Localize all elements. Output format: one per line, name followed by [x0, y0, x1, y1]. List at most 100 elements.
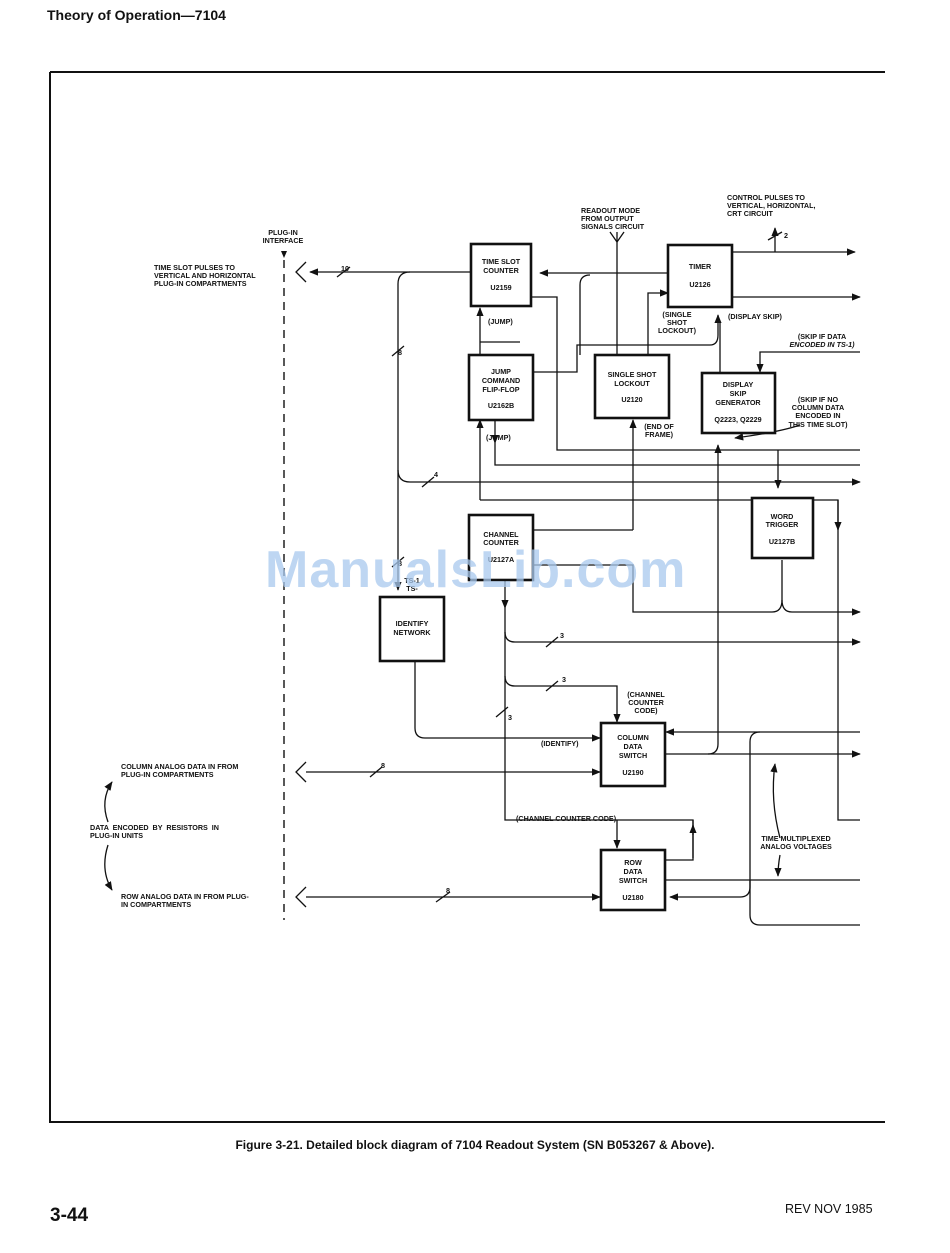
svg-text:IN COMPARTMENTS: IN COMPARTMENTS — [121, 900, 191, 909]
svg-text:8: 8 — [398, 348, 402, 357]
svg-text:COUNTER: COUNTER — [628, 698, 664, 707]
svg-text:2: 2 — [784, 231, 788, 240]
svg-text:NETWORK: NETWORK — [393, 628, 431, 637]
block-column-data-switch: COLUMN DATA SWITCH U2190 — [599, 721, 667, 788]
svg-text:3: 3 — [508, 713, 512, 722]
svg-text:TIME SLOT: TIME SLOT — [482, 257, 521, 266]
svg-text:DATA: DATA — [624, 742, 643, 751]
svg-text:COUNTER: COUNTER — [483, 538, 519, 547]
figure-caption: Figure 3-21. Detailed block diagram of 7… — [235, 1138, 715, 1152]
svg-text:PLUG-IN UNITS: PLUG-IN UNITS — [90, 831, 143, 840]
block-single-shot-lockout: SINGLE SHOT LOCKOUT U2120 — [593, 353, 671, 420]
svg-text:INTERFACE: INTERFACE — [263, 236, 304, 245]
svg-text:DISPLAY: DISPLAY — [723, 380, 754, 389]
svg-text:SWITCH: SWITCH — [619, 876, 647, 885]
block-row-data-switch: ROW DATA SWITCH U2180 — [599, 848, 667, 912]
svg-text:FRAME): FRAME) — [645, 430, 674, 439]
svg-text:U2126: U2126 — [689, 280, 710, 289]
display-skip-label: (DISPLAY SKIP) — [728, 312, 783, 321]
svg-text:FLIP-FLOP: FLIP-FLOP — [482, 385, 519, 394]
svg-text:U2120: U2120 — [621, 395, 642, 404]
svg-text:U2180: U2180 — [622, 893, 643, 902]
svg-text:U2127B: U2127B — [769, 537, 795, 546]
svg-text:LOCKOUT): LOCKOUT) — [658, 326, 697, 335]
svg-text:U2159: U2159 — [490, 283, 511, 292]
block-timer: TIMER U2126 — [666, 243, 734, 309]
svg-text:8: 8 — [381, 761, 385, 770]
block-identify-network: IDENTIFY NETWORK — [378, 595, 446, 663]
time-slot-pulses-label: TIME SLOT PULSES TO — [154, 263, 235, 272]
block-jump-command-flip-flop: JUMP COMMAND FLIP-FLOP U2162B — [467, 353, 535, 422]
channel-counter-code-label-1: (CHANNEL — [627, 690, 665, 699]
svg-text:COUNTER: COUNTER — [483, 266, 519, 275]
wires — [104, 227, 861, 926]
page-header: Theory of Operation—7104 — [47, 7, 226, 23]
row-analog-label: ROW ANALOG DATA IN FROM PLUG- — [121, 892, 249, 901]
svg-text:U2190: U2190 — [622, 768, 643, 777]
svg-text:COMMAND: COMMAND — [482, 376, 520, 385]
svg-text:TIMER: TIMER — [689, 262, 712, 271]
ts-label: TS-1 — [404, 576, 420, 585]
svg-text:COLUMN DATA: COLUMN DATA — [792, 403, 844, 412]
identify-label: (IDENTIFY) — [541, 739, 579, 748]
readout-mode-label: READOUT MODE — [581, 206, 640, 215]
revision-date: REV NOV 1985 — [785, 1202, 873, 1216]
watermark: ManualsLib.com — [265, 541, 687, 599]
svg-text:SHOT: SHOT — [667, 318, 688, 327]
jump-label-1: (JUMP) — [488, 317, 513, 326]
svg-text:VERTICAL, HORIZONTAL,: VERTICAL, HORIZONTAL, — [727, 201, 816, 210]
skip-if-data-label: (SKIP IF DATA — [798, 332, 846, 341]
svg-text:GENERATOR: GENERATOR — [715, 398, 761, 407]
svg-text:PLUG-IN COMPARTMENTS: PLUG-IN COMPARTMENTS — [121, 770, 214, 779]
svg-text:SIGNALS CIRCUIT: SIGNALS CIRCUIT — [581, 222, 645, 231]
svg-text:IDENTIFY: IDENTIFY — [396, 619, 429, 628]
block-time-slot-counter: TIME SLOT COUNTER U2159 — [469, 242, 533, 308]
svg-text:U2162B: U2162B — [488, 401, 514, 410]
data-encoded-label: DATA ENCODED BY RESISTORS IN — [90, 823, 219, 832]
svg-text:SWITCH: SWITCH — [619, 751, 647, 760]
svg-text:ANALOG VOLTAGES: ANALOG VOLTAGES — [760, 842, 832, 851]
svg-text:CHANNEL: CHANNEL — [483, 530, 519, 539]
column-analog-label: COLUMN ANALOG DATA IN FROM — [121, 762, 238, 771]
svg-text:8: 8 — [398, 559, 402, 568]
bus-width-labels: 10 2 8 4 8 3 3 3 8 8 — [341, 231, 788, 895]
page-number: 3-44 — [50, 1205, 89, 1226]
svg-text:TRIGGER: TRIGGER — [766, 520, 800, 529]
svg-text:3: 3 — [562, 675, 566, 684]
svg-text:Q2223, Q2229: Q2223, Q2229 — [714, 415, 761, 424]
svg-text:U2127A: U2127A — [488, 555, 514, 564]
svg-text:JUMP: JUMP — [491, 367, 511, 376]
svg-text:VERTICAL AND HORIZONTAL: VERTICAL AND HORIZONTAL — [154, 271, 256, 280]
svg-text:WORD: WORD — [771, 512, 794, 521]
svg-text:3: 3 — [560, 631, 564, 640]
svg-text:SKIP: SKIP — [730, 389, 747, 398]
svg-text:10: 10 — [341, 264, 349, 273]
svg-text:COLUMN: COLUMN — [617, 733, 649, 742]
svg-text:LOCKOUT: LOCKOUT — [614, 379, 650, 388]
svg-text:FROM OUTPUT: FROM OUTPUT — [581, 214, 634, 223]
jump-label-2: (JUMP) — [486, 433, 511, 442]
svg-text:8: 8 — [446, 886, 450, 895]
svg-text:PLUG-IN COMPARTMENTS: PLUG-IN COMPARTMENTS — [154, 279, 247, 288]
svg-text:CODE): CODE) — [634, 706, 658, 715]
skip-if-no-column-label: (SKIP IF NO — [798, 395, 839, 404]
block-channel-counter: CHANNEL COUNTER U2127A — [467, 513, 535, 582]
end-of-frame-label: (END OF — [644, 422, 674, 431]
svg-text:DATA: DATA — [624, 867, 643, 876]
svg-text:ENCODED IN TS-1): ENCODED IN TS-1) — [789, 340, 855, 349]
block-word-trigger: WORD TRIGGER U2127B — [750, 496, 815, 560]
channel-counter-code-label-2: (CHANNEL COUNTER CODE) — [516, 814, 617, 823]
single-shot-lockout-label: (SINGLE — [662, 310, 691, 319]
svg-text:CRT CIRCUIT: CRT CIRCUIT — [727, 209, 774, 218]
svg-text:SINGLE SHOT: SINGLE SHOT — [608, 370, 657, 379]
svg-text:ENCODED IN: ENCODED IN — [795, 411, 840, 420]
svg-text:TS-: TS- — [406, 584, 418, 593]
svg-text:THIS TIME SLOT): THIS TIME SLOT) — [788, 420, 848, 429]
block-display-skip-generator: DISPLAY SKIP GENERATOR Q2223, Q2229 — [700, 371, 777, 435]
time-multiplexed-label: TIME MULTIPLEXED — [761, 834, 830, 843]
svg-text:ROW: ROW — [624, 858, 642, 867]
svg-text:4: 4 — [434, 470, 438, 479]
figure-frame — [49, 71, 885, 1123]
signal-labels: PLUG-IN INTERFACE TIME SLOT PULSES TO VE… — [90, 193, 855, 909]
